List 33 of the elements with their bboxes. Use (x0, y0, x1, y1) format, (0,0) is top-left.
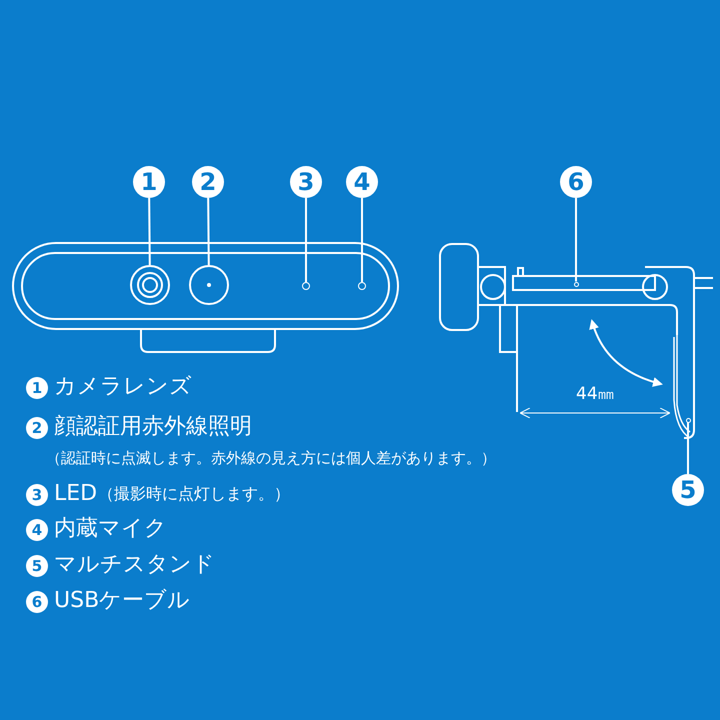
dimension-label: 44㎜ (576, 386, 615, 403)
list-number: 4 (26, 519, 48, 541)
part-name: 顔認証用赤外線照明 (54, 416, 252, 438)
camera-lens (130, 265, 170, 305)
callout-number: 6 (560, 166, 592, 198)
leader-line (575, 198, 577, 282)
leader-line (148, 198, 151, 266)
leader-line (305, 198, 307, 282)
part-name: カメラレンズ (54, 376, 192, 398)
list-number: 6 (26, 591, 48, 613)
leader-line (687, 422, 689, 474)
leader-line (361, 198, 363, 282)
list-number: 3 (26, 484, 48, 506)
leader-line (207, 198, 210, 266)
callout-number: 5 (672, 474, 704, 506)
list-number: 1 (26, 377, 48, 399)
note-text: （撮影時に点灯します。） (98, 486, 290, 502)
callout-number: 2 (192, 166, 224, 198)
part-name: マルチスタンド (54, 554, 215, 576)
microphone-hole (358, 282, 366, 290)
part-name: LED (54, 483, 98, 505)
list-number: 2 (26, 417, 48, 439)
note-text: （認証時に点滅します。赤外線の見え方には個人差があります。） (46, 451, 496, 466)
cable-point (574, 282, 578, 286)
ir-light (189, 265, 229, 305)
led-light (302, 282, 310, 290)
callout-number: 3 (290, 166, 322, 198)
callout-number: 1 (133, 166, 165, 198)
list-number: 5 (26, 555, 48, 577)
stand-point (686, 418, 690, 422)
part-name: USBケーブル (54, 590, 190, 612)
callout-number: 4 (346, 166, 378, 198)
part-name: 内蔵マイク (54, 518, 167, 540)
